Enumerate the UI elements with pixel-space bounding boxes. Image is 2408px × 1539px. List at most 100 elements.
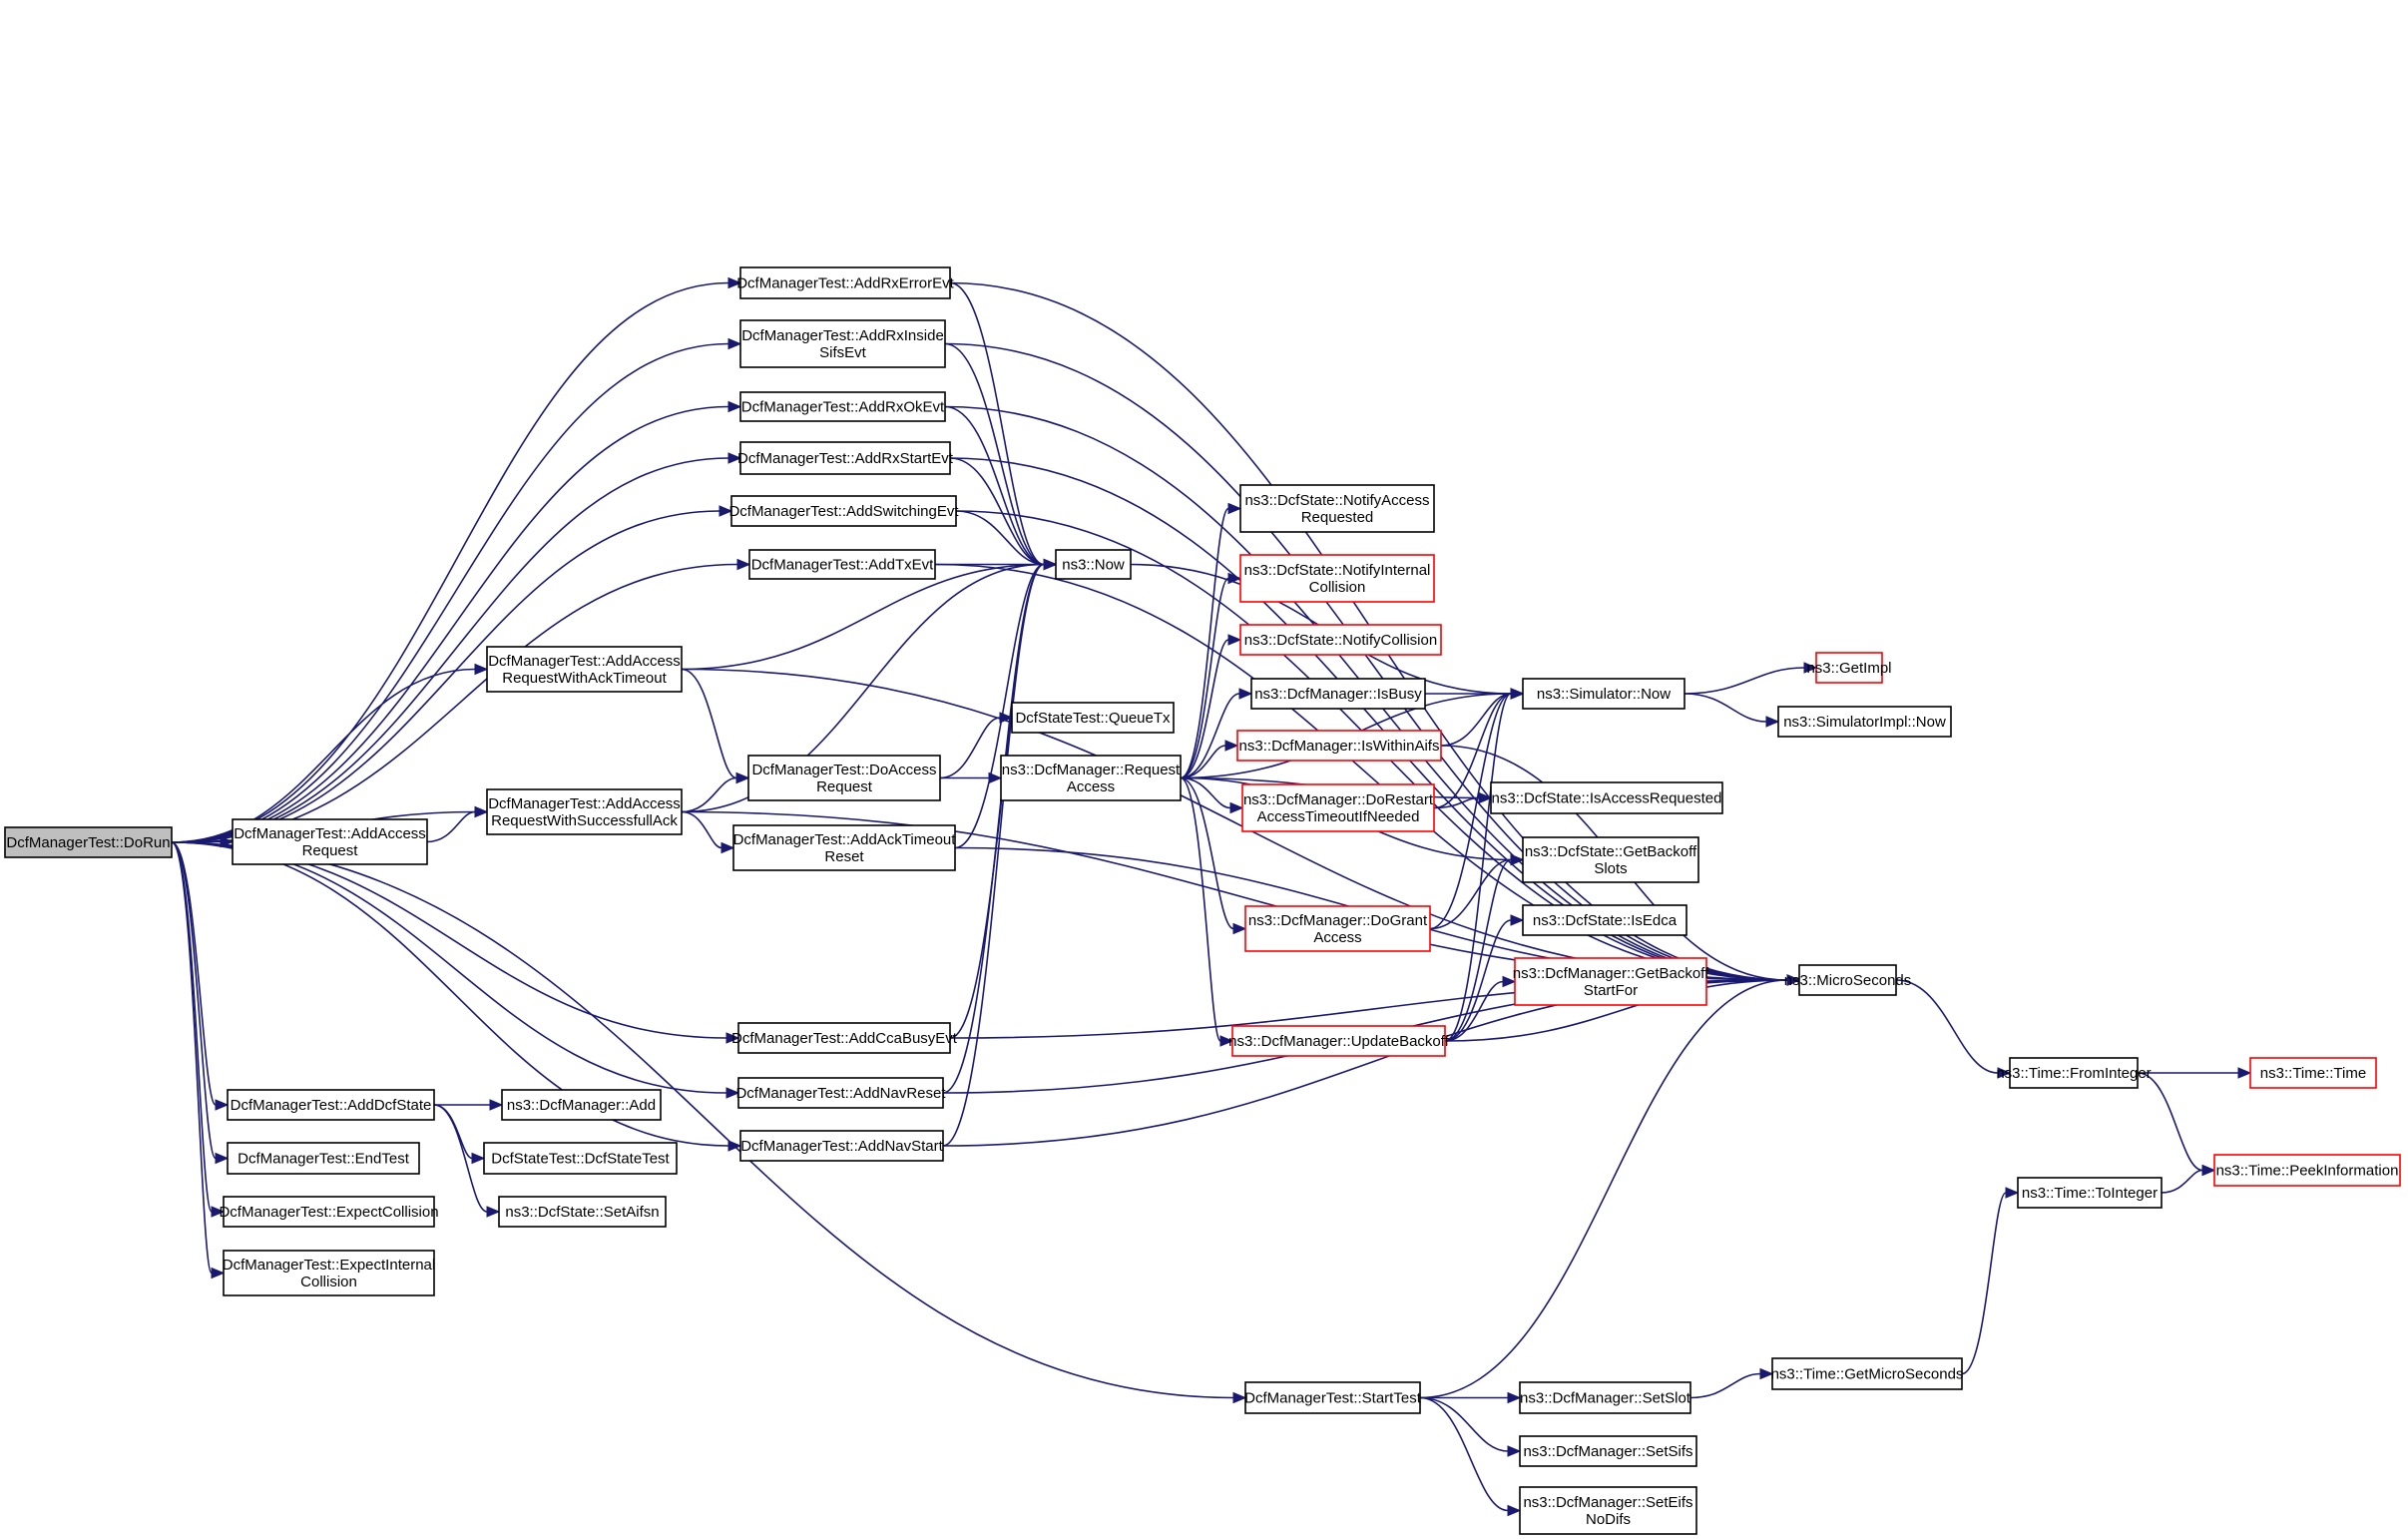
node-addnavstart[interactable]: DcfManagerTest::AddNavStart — [739, 1130, 944, 1162]
node-mgradd[interactable]: ns3::DcfManager::Add — [501, 1089, 662, 1121]
node-peekinfo[interactable]: ns3::Time::PeekInformation — [2213, 1154, 2401, 1187]
node-label: ns3::DcfManager::DoGrant — [1248, 912, 1428, 929]
node-addtx[interactable]: DcfManagerTest::AddTxEvt — [748, 549, 936, 580]
node-layer: DcfManagerTest::DoRunDcfManagerTest::Add… — [4, 266, 2401, 1535]
node-setslot[interactable]: ns3::DcfManager::SetSlot — [1519, 1381, 1691, 1414]
node-label: DcfManagerTest::AddAccess — [234, 825, 426, 842]
node-dcfstatetest[interactable]: DcfStateTest::DcfStateTest — [483, 1142, 678, 1175]
arrowhead — [215, 1099, 230, 1111]
node-addreqsucc[interactable]: DcfManagerTest::AddAccessRequestWithSucc… — [486, 788, 683, 835]
edge-line — [171, 841, 217, 1106]
edge-line — [681, 810, 722, 849]
node-setsifs[interactable]: ns3::DcfManager::SetSifs — [1519, 1435, 1697, 1467]
node-dorun[interactable]: DcfManagerTest::DoRun — [4, 826, 173, 858]
node-dorestart[interactable]: ns3::DcfManager::DoRestartAccessTimeoutI… — [1241, 783, 1435, 832]
edge-line — [171, 841, 217, 1160]
node-label: ns3::DcfState::NotifyAccess — [1244, 492, 1429, 509]
edge-reqaccess-to-dogrant — [1180, 776, 1247, 935]
node-box — [739, 1130, 944, 1162]
node-label: DcfManagerTest::AddCcaBusyEvt — [731, 1030, 958, 1047]
node-addrxstart[interactable]: DcfManagerTest::AddRxStartEvt — [737, 441, 954, 475]
node-tointeger[interactable]: ns3::Time::ToInteger — [2017, 1177, 2163, 1209]
edge-line — [171, 342, 729, 843]
arrowhead — [215, 1152, 230, 1165]
node-adddcf[interactable]: DcfManagerTest::AddDcfState — [227, 1089, 435, 1121]
node-micro[interactable]: ns3::MicroSeconds — [1784, 964, 1912, 996]
node-label: ns3::Now — [1062, 557, 1125, 574]
node-label: ns3::DcfManager::IsWithinAifs — [1239, 738, 1440, 755]
node-getmicro[interactable]: ns3::Time::GetMicroSeconds — [1771, 1357, 1964, 1390]
node-notifycoll[interactable]: ns3::DcfState::NotifyCollision — [1239, 624, 1442, 656]
node-box — [739, 319, 946, 368]
node-label: DcfManagerTest::AddRxInside — [741, 327, 944, 344]
node-isedca[interactable]: ns3::DcfState::IsEdca — [1522, 904, 1687, 936]
node-simnow[interactable]: ns3::Simulator::Now — [1522, 678, 1686, 710]
edge-line — [944, 342, 1788, 981]
edge-updatebackoff-to-simnow — [1444, 688, 1525, 1042]
edge-line — [681, 668, 737, 779]
edge-line — [1180, 507, 1229, 779]
node-label: ns3::DcfManager::IsBusy — [1254, 686, 1422, 703]
node-label: AccessTimeoutIfNeeded — [1257, 808, 1420, 825]
edge-line — [934, 563, 1788, 981]
node-box — [737, 1022, 951, 1054]
edge-setslot-to-getmicro — [1689, 1367, 1774, 1399]
node-label: RequestWithAckTimeout — [502, 670, 667, 687]
node-timetime[interactable]: ns3::Time::Time — [2249, 1057, 2377, 1089]
node-box — [730, 495, 957, 527]
edge-addrxinside-to-micro — [944, 342, 1801, 986]
node-box — [483, 1142, 678, 1175]
node-label: DcfManagerTest::AddDcfState — [231, 1097, 432, 1114]
edge-dorun-to-starttest — [171, 841, 1247, 1404]
node-updatebackoff[interactable]: ns3::DcfManager::UpdateBackoff — [1228, 1025, 1450, 1057]
node-isaccessreq[interactable]: ns3::DcfState::IsAccessRequested — [1490, 781, 1723, 814]
node-endtest[interactable]: DcfManagerTest::EndTest — [227, 1142, 420, 1175]
arrowhead — [727, 452, 742, 464]
node-starttest[interactable]: DcfManagerTest::StartTest — [1244, 1381, 1422, 1414]
node-frominteger[interactable]: ns3::Time::FromInteger — [1996, 1057, 2152, 1089]
node-box — [1522, 678, 1686, 710]
edge-line — [1444, 980, 1504, 1042]
node-box — [223, 1250, 435, 1296]
node-addnavreset[interactable]: DcfManagerTest::AddNavReset — [735, 1077, 946, 1109]
node-label: DcfManagerTest::AddAckTimeout — [733, 831, 957, 848]
node-label: DcfManagerTest::AddRxStartEvt — [737, 450, 954, 467]
node-label: ns3::DcfState::IsEdca — [1533, 912, 1678, 929]
edge-dorun-to-expint — [171, 841, 226, 1280]
node-now[interactable]: ns3::Now — [1055, 549, 1132, 580]
node-label: DcfManagerTest::AddNavReset — [735, 1085, 946, 1102]
edge-reqaccess-to-iswithin — [1180, 740, 1239, 779]
node-simimplnow[interactable]: ns3::SimulatorImpl::Now — [1777, 706, 1952, 738]
edge-line — [171, 668, 476, 843]
node-addrxerr[interactable]: DcfManagerTest::AddRxErrorEvt — [736, 266, 955, 299]
edge-starttest-to-setsifs — [1419, 1396, 1522, 1457]
edge-addaccessreq-to-addreqsucc — [426, 805, 489, 843]
arrowhead — [1765, 716, 1780, 728]
node-addcca[interactable]: DcfManagerTest::AddCcaBusyEvt — [731, 1022, 958, 1054]
node-expcoll[interactable]: DcfManagerTest::ExpectCollision — [219, 1196, 439, 1228]
node-addrxok[interactable]: DcfManagerTest::AddRxOkEvt — [739, 391, 946, 422]
node-iswithin[interactable]: ns3::DcfManager::IsWithinAifs — [1236, 730, 1442, 762]
node-getimpl[interactable]: ns3::GetImpl — [1806, 652, 1892, 684]
node-setaifsn[interactable]: ns3::DcfState::SetAifsn — [498, 1196, 667, 1228]
edge-reqaccess-to-updatebackoff — [1180, 776, 1234, 1047]
edge-addrxinside-to-now — [944, 342, 1058, 571]
node-addreqack[interactable]: DcfManagerTest::AddAccessRequestWithAckT… — [486, 646, 683, 693]
node-queuetx[interactable]: DcfStateTest::QueueTx — [1011, 702, 1175, 734]
edge-reqaccess-to-notifycoll — [1180, 634, 1242, 779]
node-addswitch[interactable]: DcfManagerTest::AddSwitchingEvt — [728, 495, 959, 527]
node-isbusy[interactable]: ns3::DcfManager::IsBusy — [1250, 678, 1426, 710]
